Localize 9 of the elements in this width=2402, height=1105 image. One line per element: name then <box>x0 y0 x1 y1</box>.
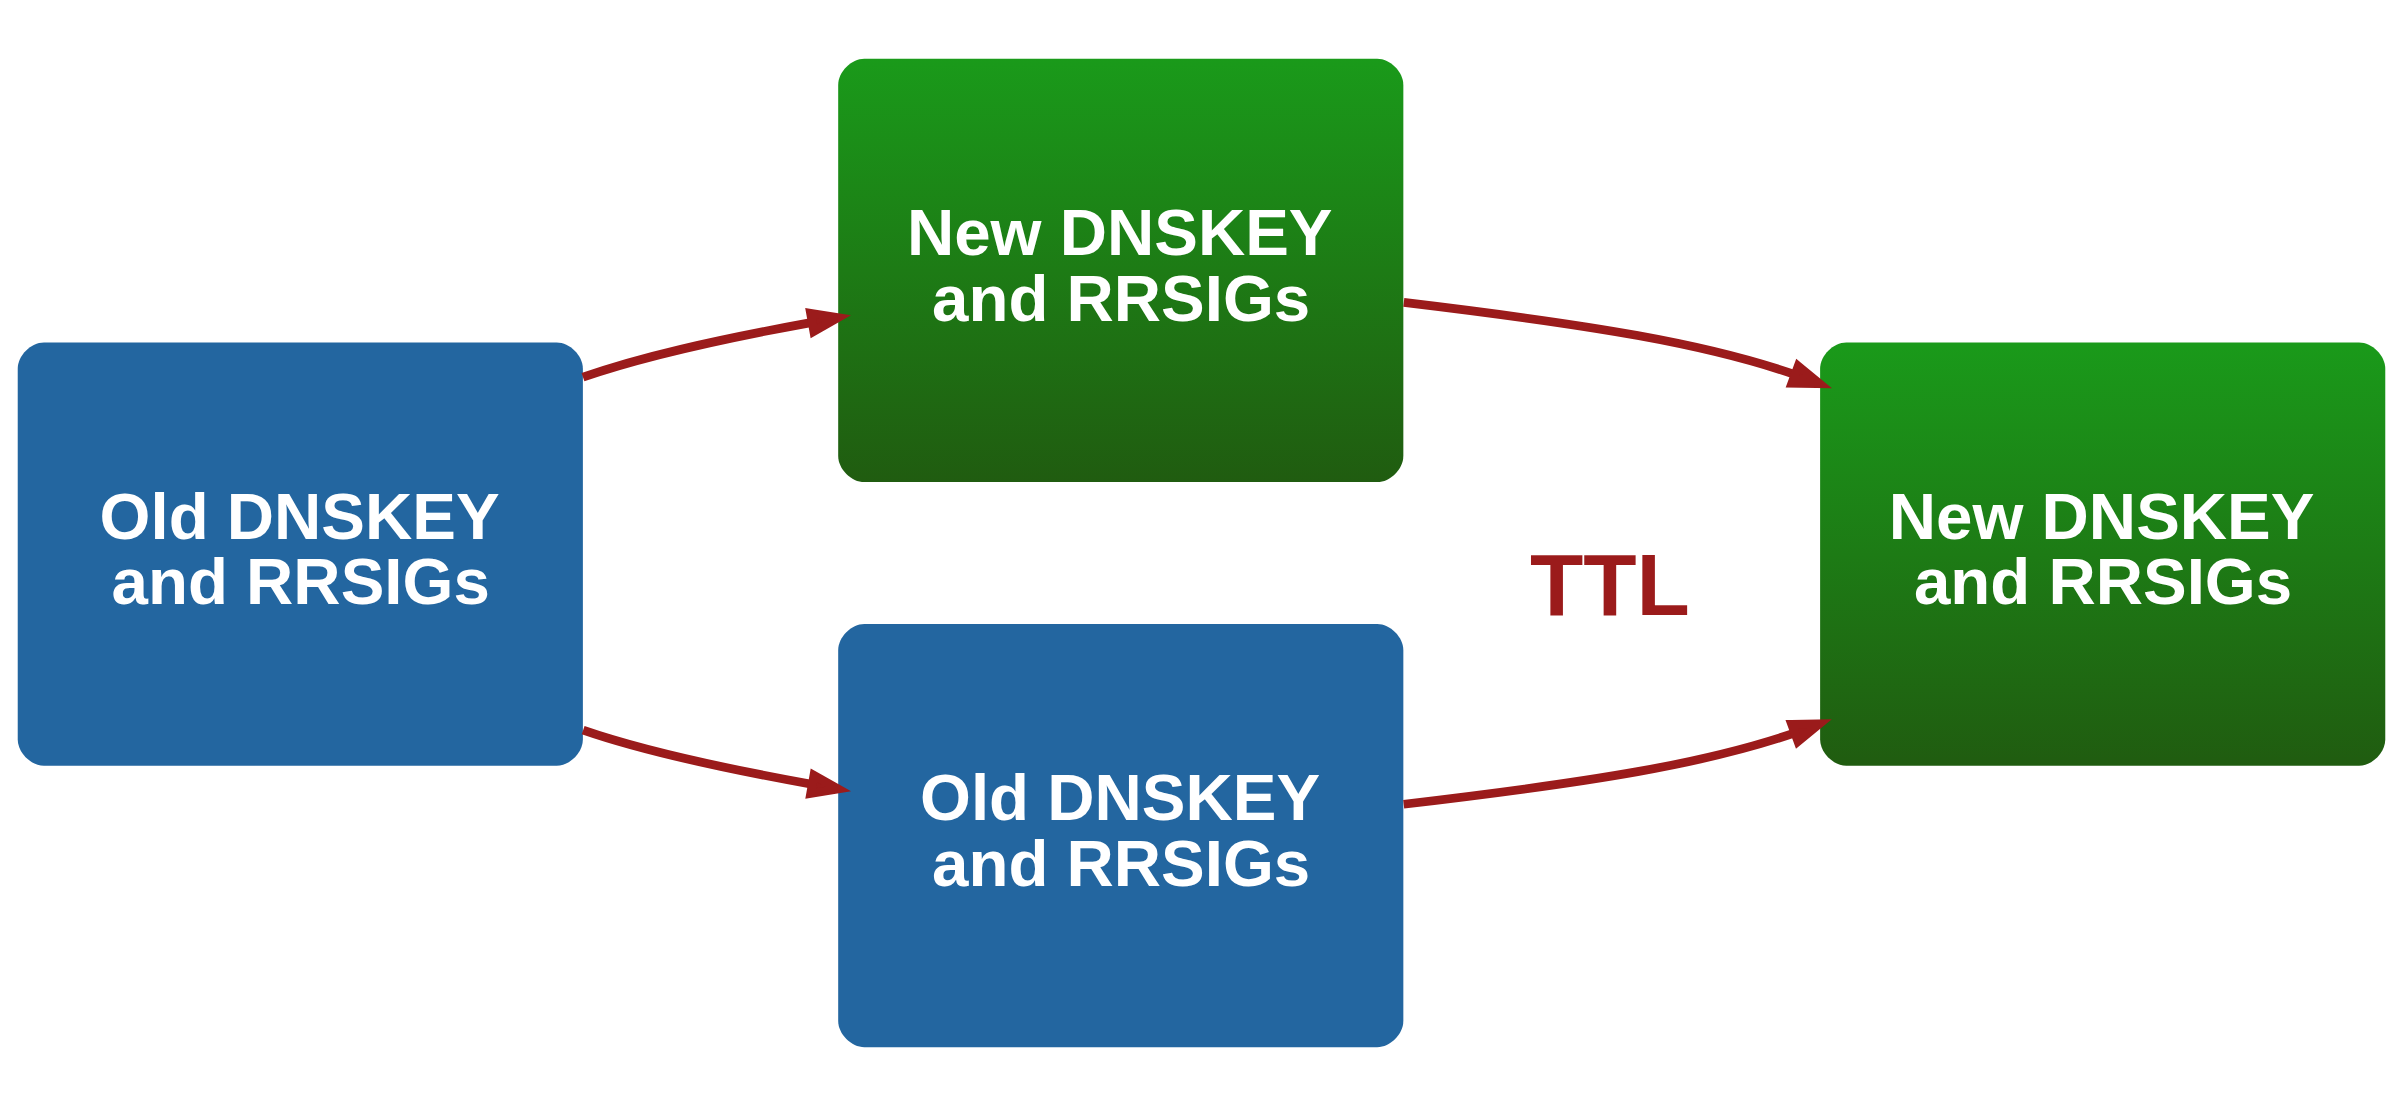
node-box: New DNSKEY and RRSIGs <box>837 58 1403 482</box>
arrow <box>581 307 851 381</box>
node-box: Old DNSKEY and RRSIGs <box>17 341 583 766</box>
node-box: Old DNSKEY and RRSIGs <box>837 623 1403 1047</box>
arrow <box>1402 718 1832 809</box>
node-box: New DNSKEY and RRSIGs <box>1819 341 2385 766</box>
edge-label: TTL <box>1529 535 1690 633</box>
arrow <box>1402 297 1832 388</box>
arrow <box>581 725 851 799</box>
